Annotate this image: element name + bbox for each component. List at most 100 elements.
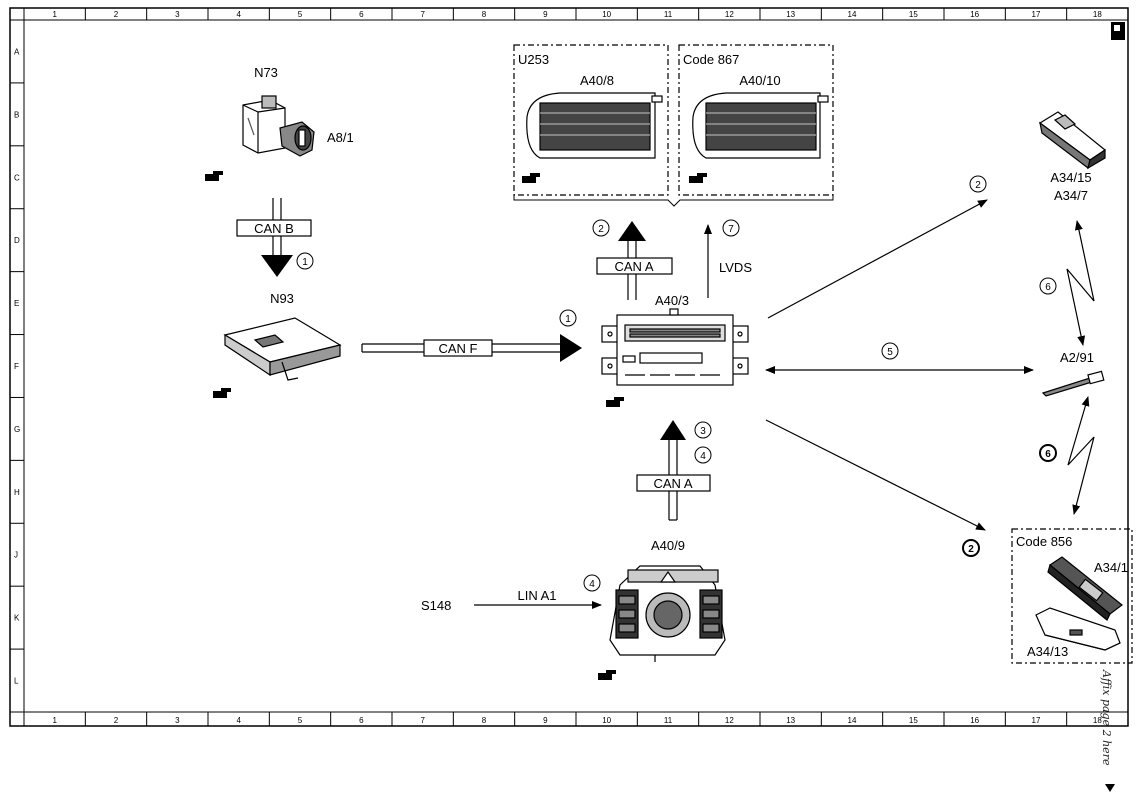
service-hint-icon (689, 173, 707, 183)
column-label-bottom: 3 (175, 716, 180, 725)
lvds-label: LVDS (719, 260, 752, 275)
a34-15-cradle: A34/15 A34/7 (1038, 111, 1107, 203)
affix-note: Affix page 2 here (1100, 669, 1115, 792)
column-label-bottom: 17 (1032, 716, 1041, 725)
service-hint-icon (213, 388, 231, 398)
affix-arrow-icon (1105, 784, 1115, 792)
lin-a1-label: LIN A1 (517, 588, 556, 603)
service-hint-icon (598, 670, 616, 680)
column-label-top: 1 (52, 10, 57, 19)
lvds-link: LVDS 7 (704, 219, 752, 298)
can-a-bottom-link: CAN A 3 4 (636, 420, 712, 521)
a2-91-label: A2/91 (1060, 350, 1094, 365)
row-label: D (14, 236, 20, 245)
marker-can-b: 1 (302, 257, 308, 268)
can-a-bottom-label: CAN A (653, 476, 692, 491)
column-label-top: 16 (970, 10, 979, 19)
phone-holder (1035, 607, 1121, 651)
column-label-top: 17 (1032, 10, 1041, 19)
column-label-bottom: 9 (543, 716, 548, 725)
can-a-top-link: CAN A 2 (592, 219, 673, 300)
ignition-switch-drawing (242, 95, 315, 157)
n93-label: N93 (270, 291, 294, 306)
a34-13-label: A34/13 (1027, 644, 1068, 659)
can-f-label: CAN F (439, 341, 478, 356)
column-label-bottom: 10 (602, 716, 611, 725)
column-label-top: 8 (482, 10, 487, 19)
marker-lin: 4 (589, 579, 595, 590)
phone-handset (1047, 556, 1123, 621)
right-links (765, 199, 1095, 531)
display-a40-8 (526, 92, 663, 159)
display-a40-10 (692, 92, 829, 159)
corner-hint-icon (1111, 22, 1125, 40)
n73-label: N73 (254, 65, 278, 80)
marker-can-a-3: 3 (700, 426, 706, 437)
grid-ticks (10, 8, 1129, 726)
column-label-top: 14 (848, 10, 857, 19)
column-label-top: 15 (909, 10, 918, 19)
column-label-top: 7 (420, 10, 425, 19)
marker-lvds: 7 (728, 224, 734, 235)
n73-ignition-switch: N73 A8/1 (205, 65, 354, 181)
column-label-top: 2 (114, 10, 119, 19)
service-hint-icon (205, 171, 223, 181)
column-label-top: 9 (543, 10, 548, 19)
column-label-bottom: 6 (359, 716, 364, 725)
marker-zz-bottom: 6 (1045, 449, 1051, 460)
can-b-link: CAN B 1 (236, 198, 314, 277)
column-label-bottom: 7 (420, 716, 425, 725)
column-label-bottom: 11 (664, 716, 673, 725)
column-label-bottom: 5 (298, 716, 303, 725)
row-label: A (14, 47, 20, 56)
column-label-bottom: 13 (786, 716, 795, 725)
row-label: G (14, 425, 20, 434)
affix-text: Affix page 2 here (1100, 669, 1113, 766)
column-label-top: 3 (175, 10, 180, 19)
s148-label: S148 (421, 598, 451, 613)
lin-a1-link: S148 LIN A1 4 (421, 574, 602, 613)
can-b-label: CAN B (254, 221, 294, 236)
marker-right-up: 2 (975, 180, 981, 191)
column-label-top: 4 (236, 10, 241, 19)
n93-module: N93 (213, 291, 342, 398)
column-label-bottom: 14 (848, 716, 857, 725)
service-hint-icon (522, 173, 540, 183)
code-856-group: Code 856 A34/1 A34/13 (1011, 528, 1133, 664)
column-label-top: 13 (786, 10, 795, 19)
row-label: E (14, 299, 19, 308)
column-label-bottom: 1 (52, 716, 57, 725)
u253-label: U253 (518, 52, 549, 67)
column-label-top: 18 (1093, 10, 1102, 19)
marker-can-a-4: 4 (700, 451, 706, 462)
a34-15-label: A34/15 (1050, 170, 1091, 185)
a40-3-head-unit: A40/3 (601, 293, 749, 407)
marker-can-f: 1 (565, 314, 571, 325)
a40-9-controller: A40/9 (598, 538, 726, 680)
marker-can-a-top: 2 (598, 224, 604, 235)
column-label-bottom: 15 (909, 716, 918, 725)
column-label-top: 12 (725, 10, 734, 19)
column-label-bottom: 4 (236, 716, 241, 725)
column-label-top: 11 (664, 10, 673, 19)
column-label-bottom: 12 (725, 716, 734, 725)
column-label-top: 6 (359, 10, 364, 19)
row-label: F (14, 362, 19, 371)
marker-right-mid: 5 (887, 347, 893, 358)
marker-right-down: 2 (968, 544, 974, 555)
row-label: L (14, 677, 19, 686)
code856-label: Code 856 (1016, 534, 1072, 549)
a40-8-label: A40/8 (580, 73, 614, 88)
drawing-frame (9, 7, 1129, 727)
column-label-top: 10 (602, 10, 611, 19)
a40-3-label: A40/3 (655, 293, 689, 308)
row-label: H (14, 488, 20, 497)
a34-1-label: A34/1 (1094, 560, 1128, 575)
column-label-bottom: 16 (970, 716, 979, 725)
column-label-bottom: 8 (482, 716, 487, 725)
column-label-top: 5 (298, 10, 303, 19)
code867-label: Code 867 (683, 52, 739, 67)
a40-9-label: A40/9 (651, 538, 685, 553)
service-hint-icon (606, 397, 624, 407)
